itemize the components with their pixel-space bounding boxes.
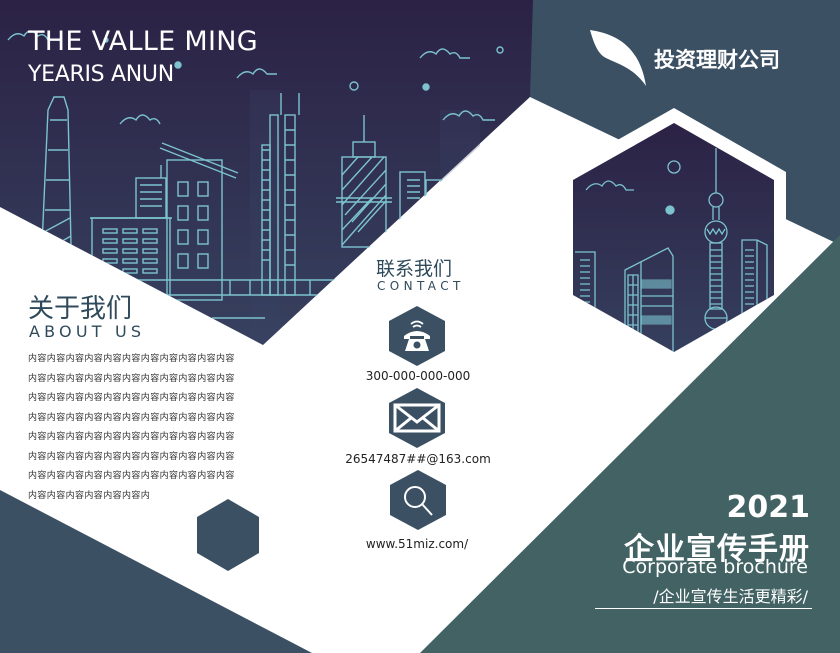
envelope-icon <box>389 388 445 448</box>
email-address: 26547487##@163.com <box>345 452 491 466</box>
about-body: 内容内容内容内容内容内容内容内容内容内容内容 内容内容内容内容内容内容内容内容内… <box>28 350 243 506</box>
decorative-hexagon <box>197 499 259 571</box>
header-title: THE VALLE MING <box>28 26 258 57</box>
header-subtitle: YEARIS ANUN <box>28 62 174 87</box>
phone-number: 300-000-000-000 <box>365 369 471 383</box>
magnifier-icon <box>390 470 446 530</box>
cover-slogan: /企业宣传生活更精彩/ <box>653 587 808 606</box>
body-line: 内容内容内容内容内容内容内容内容内容内容内容 <box>28 412 235 423</box>
about-title-en: ABOUT US <box>29 322 146 341</box>
body-line: 内容内容内容内容内容内容内容内容内容内容内容 <box>28 373 235 384</box>
company-name: 投资理财公司 <box>654 48 780 72</box>
body-line: 内容内容内容内容内容内容内容内容内容内容内容 <box>28 393 235 403</box>
body-line: 内容内容内容内容内容内容内容内容内容内容内容 <box>28 354 235 364</box>
contact-title-en: CONTACT <box>377 279 465 293</box>
wing-leaf-icon <box>590 30 646 87</box>
website-link[interactable]: www.51miz.com/ <box>365 537 469 551</box>
teal-panel-bottom-right <box>420 235 840 653</box>
cover-title-cn: 企业宣传手册 <box>624 532 810 567</box>
divider-line <box>595 608 812 609</box>
telephone-icon <box>389 306 445 366</box>
cover-title-en: Corporate brochure <box>622 556 808 578</box>
body-line: 内容内容内容内容内容内容内 <box>28 490 151 501</box>
body-line: 内容内容内容内容内容内容内容内容内容内容内容 <box>28 471 235 481</box>
body-line: 内容内容内容内容内容内容内容内容内容内容内容 <box>28 451 235 462</box>
skyline-hexagon <box>573 123 774 352</box>
about-title-cn: 关于我们 <box>28 294 133 324</box>
cover-year: 2021 <box>726 490 811 525</box>
slate-panel-bottom-left <box>0 490 312 653</box>
contact-title-cn: 联系我们 <box>376 258 453 280</box>
body-line: 内容内容内容内容内容内容内容内容内容内容内容 <box>28 432 235 442</box>
